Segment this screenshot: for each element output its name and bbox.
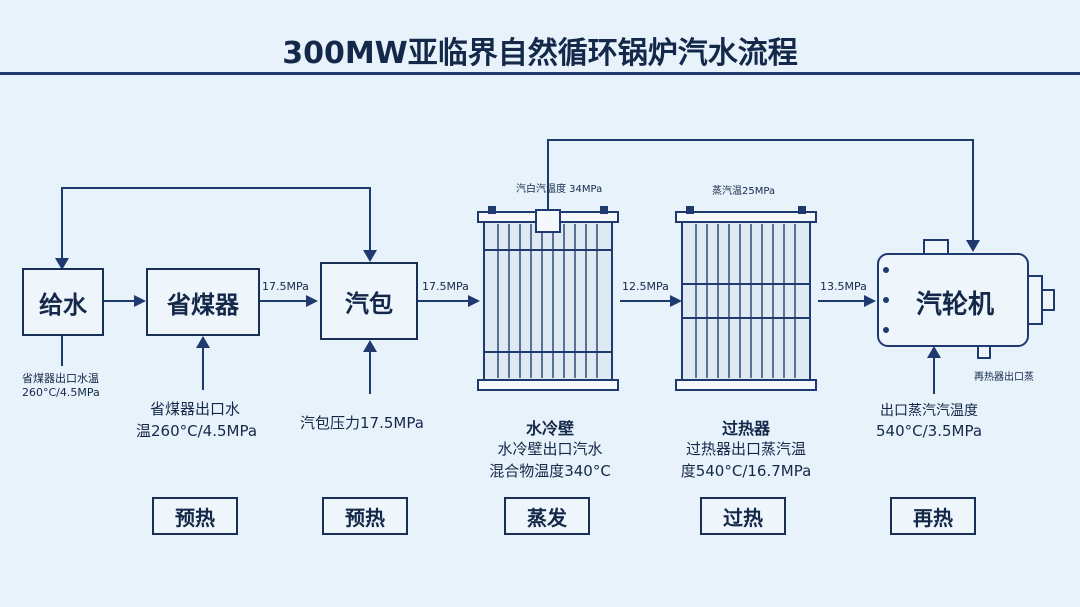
economizer-note-line-1: 省煤器出口水 <box>150 400 241 418</box>
arrow-drum-wall <box>468 295 480 307</box>
feedwater-label: 给水 <box>39 290 87 319</box>
arrow-sh-turbine <box>864 295 876 307</box>
title-divider <box>0 72 1080 75</box>
loop-wall-turbine <box>547 139 974 248</box>
feedwater-note-line-1: 省煤器出口水温 <box>22 372 99 385</box>
superheater-note-line-2: 度540°C/16.7MPa <box>680 462 812 480</box>
economizer-label: 省煤器 <box>167 290 239 319</box>
water-wall-note-line-1: 水冷壁出口汽水 <box>497 440 603 458</box>
arrow-turbine-up <box>927 346 941 358</box>
superheater-note-line-1: 过热器出口蒸汽温 <box>685 440 806 458</box>
wall-top-label: 汽白汽温度 34MPa <box>516 184 603 195</box>
stage-preheat-1: 预热 <box>152 497 238 535</box>
sh-top-label: 蒸汽温25MPa <box>712 186 776 197</box>
turbine-note-line-2: 540°C/3.5MPa <box>876 422 983 440</box>
drum-note: 汽包压力17.5MPa <box>300 414 424 432</box>
stage-label: 预热 <box>175 505 215 530</box>
flow-label-wall-sh: 12.5MPa <box>622 280 669 293</box>
loop-feedwater-drum <box>61 187 371 268</box>
turbine-label: 汽轮机 <box>916 290 995 320</box>
flow-label-drum-wall: 17.5MPa <box>422 280 469 293</box>
economizer-box: 省煤器 <box>146 268 260 336</box>
stage-superheat: 过热 <box>700 497 786 535</box>
feedwater-box: 给水 <box>22 268 104 336</box>
stage-label: 再热 <box>913 505 953 530</box>
stage-label: 过热 <box>723 505 763 530</box>
water-wall-name: 水冷壁 <box>525 419 574 438</box>
stage-evaporation: 蒸发 <box>504 497 590 535</box>
arrow-econ-drum <box>306 295 318 307</box>
arrow-drum-up <box>363 340 377 352</box>
stage-label: 蒸发 <box>527 505 567 530</box>
arrow-econ-up <box>196 336 210 348</box>
superheater-name: 过热器 <box>721 419 770 438</box>
turbine-note-line-1: 出口蒸汽汽温度 <box>880 403 978 419</box>
stage-label: 预热 <box>345 505 385 530</box>
turbine-side-label: 再热器出口蒸 <box>974 372 1034 383</box>
economizer-note-line-2: 温260°C/4.5MPa <box>136 422 258 440</box>
arrow-wall-sh <box>670 295 682 307</box>
flow-label-sh-turbine: 13.5MPa <box>820 280 867 293</box>
superheater-exchanger <box>675 206 817 391</box>
feedwater-note-line-2: 260°C/4.5MPa <box>22 386 100 399</box>
stage-reheat: 再热 <box>890 497 976 535</box>
drum-label: 汽包 <box>345 289 393 318</box>
water-wall-note-line-2: 混合物温度340°C <box>489 462 611 480</box>
turbine-body <box>877 239 1055 359</box>
arrow-into-turbine-top <box>966 240 980 252</box>
page-title: 300MW亚临界自然循环锅炉汽水流程 <box>282 36 798 71</box>
arrow-feed-econ <box>134 295 146 307</box>
stage-preheat-2: 预热 <box>322 497 408 535</box>
arrow-into-drum-top <box>363 250 377 262</box>
flow-label-econ-drum: 17.5MPa <box>262 280 309 293</box>
arrow-into-feedwater <box>55 258 69 270</box>
water-wall-exchanger <box>477 206 619 391</box>
drum-box: 汽包 <box>320 262 418 340</box>
